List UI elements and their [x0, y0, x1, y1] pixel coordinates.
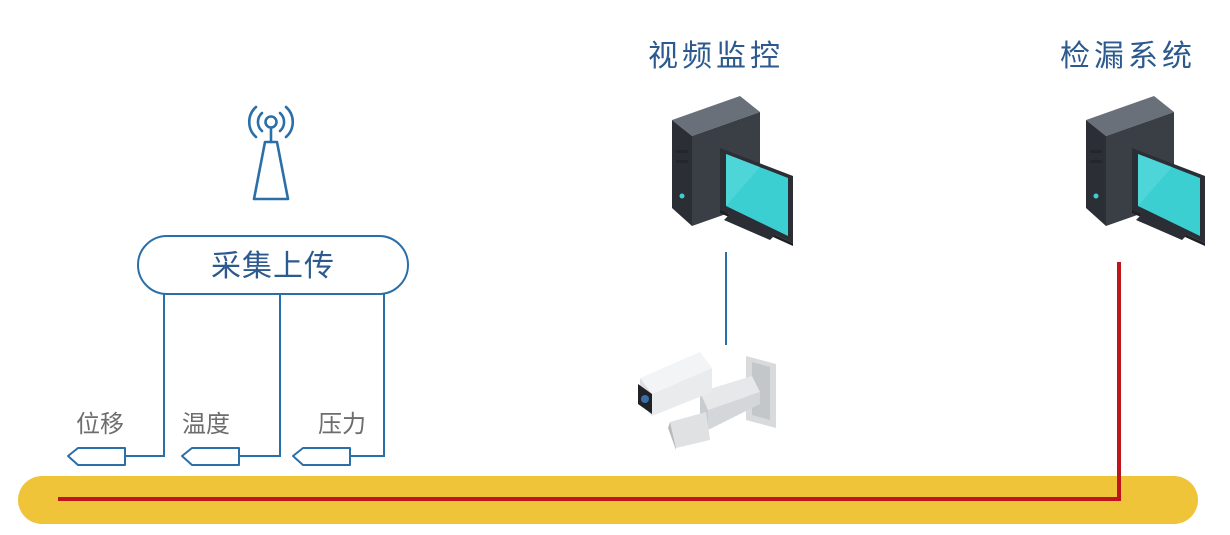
sensor-label-displacement: 位移 [76, 410, 124, 438]
video-monitoring-title: 视频监控 [648, 39, 784, 74]
collect-upload-box [137, 235, 409, 295]
security-camera-icon [638, 352, 776, 450]
sensor-probe-icon [67, 447, 126, 466]
collect-upload-label: 采集上传 [211, 249, 335, 284]
leak-detection-title: 检漏系统 [1060, 39, 1196, 74]
computer-icon [672, 96, 793, 246]
sensor-probe-icon [181, 447, 240, 466]
antenna-icon [247, 105, 295, 201]
sensor-label-temperature: 温度 [182, 410, 230, 438]
sensor-probe-icon [292, 447, 351, 466]
leak-detection-wire [58, 262, 1121, 501]
computer-icon [1086, 96, 1205, 246]
sensor-wires [125, 294, 385, 457]
sensor-label-pressure: 压力 [318, 410, 366, 438]
